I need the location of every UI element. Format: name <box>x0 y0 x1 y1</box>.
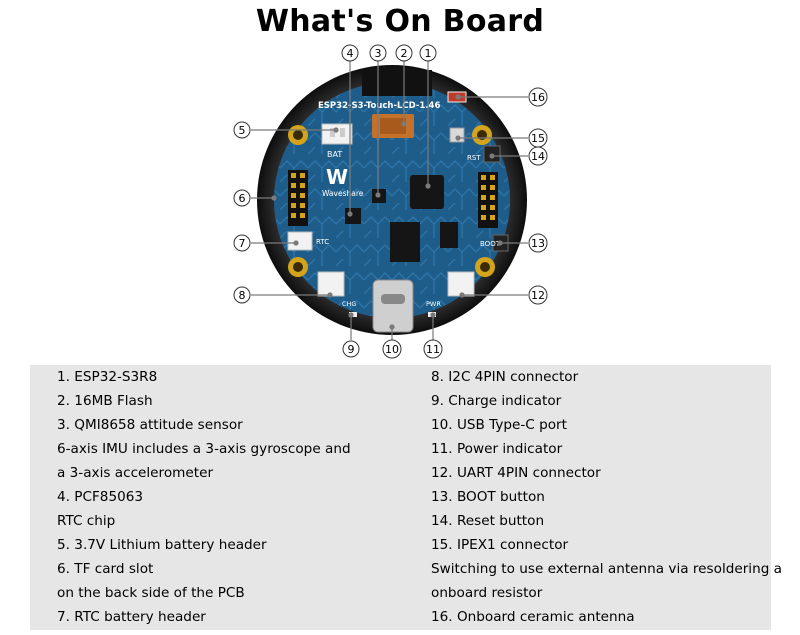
legend-item: RTC chip <box>57 513 116 529</box>
callout-2: 2 <box>395 44 413 62</box>
chg-label: CHG <box>342 300 356 308</box>
svg-text:1: 1 <box>425 47 432 60</box>
legend-item: 10. USB Type-C port <box>431 417 567 433</box>
svg-text:13: 13 <box>531 237 545 250</box>
board-model-label: ESP32-S3-Touch-LCD-1.46 <box>318 101 440 111</box>
legend-item: Switching to use external antenna via re… <box>431 561 782 577</box>
callout-15: 15 <box>528 128 548 148</box>
legend-item: a 3-axis accelerometer <box>57 465 214 481</box>
svg-text:12: 12 <box>531 289 545 302</box>
battery-header-pin <box>330 128 335 137</box>
svg-text:3: 3 <box>375 47 382 60</box>
legend-item: 13. BOOT button <box>431 489 545 505</box>
lcd-flex-cable <box>362 70 432 96</box>
callout-10: 10 <box>382 339 402 359</box>
svg-text:16: 16 <box>531 91 545 104</box>
callout-7: 7 <box>233 234 251 252</box>
pcf85063-chip <box>345 208 361 224</box>
legend-item: 3. QMI8658 attitude sensor <box>57 417 243 433</box>
legend-item: 16. Onboard ceramic antenna <box>431 609 635 625</box>
svg-text:9: 9 <box>348 343 355 356</box>
esp32-chip <box>410 175 444 209</box>
pwr-label: PWR <box>426 300 441 308</box>
svg-text:4: 4 <box>347 47 354 60</box>
usb-type-c-port <box>372 279 414 333</box>
legend-item: 12. UART 4PIN connector <box>431 465 601 481</box>
callout-12: 12 <box>528 285 548 305</box>
rtc-battery-header <box>287 231 313 251</box>
usb-type-c-inner <box>381 294 405 304</box>
boot-label: BOOT <box>480 240 501 248</box>
uart-connector <box>447 271 475 297</box>
mount-hole-top-left-inner <box>293 130 303 140</box>
legend-item: 4. PCF85063 <box>57 489 144 505</box>
legend-item: 14. Reset button <box>431 513 545 529</box>
bat-label: BAT <box>327 150 342 159</box>
legend-item: 8. I2C 4PIN connector <box>431 369 579 385</box>
left-pin-header <box>288 170 308 226</box>
i2c-connector <box>317 271 345 297</box>
battery-header <box>321 123 353 145</box>
callout-14: 14 <box>528 146 548 166</box>
callout-11: 11 <box>423 339 443 359</box>
svg-text:7: 7 <box>239 237 246 250</box>
right-pin-header <box>478 172 498 228</box>
legend-item: 15. IPEX1 connector <box>431 537 569 553</box>
leader-lines <box>251 60 528 340</box>
legend-item: 6. TF card slot <box>57 561 154 577</box>
right-ic <box>440 222 458 248</box>
battery-header-pin-2 <box>340 128 345 137</box>
board-diagram: ESP32-S3-Touch-LCD-1.46 BAT RST W Wavesh… <box>233 44 548 359</box>
legend-right-column: 8. I2C 4PIN connector 9. Charge indicato… <box>431 365 782 629</box>
legend-left-column: 1. ESP32-S3R8 2. 16MB Flash 3. QMI8658 a… <box>57 365 427 629</box>
callout-3: 3 <box>369 44 387 62</box>
mount-hole-bottom-left-inner <box>293 262 303 272</box>
rtc-label: RTC <box>316 238 329 246</box>
legend-item: 9. Charge indicator <box>431 393 562 409</box>
svg-text:14: 14 <box>531 150 545 163</box>
svg-text:10: 10 <box>385 343 399 356</box>
svg-text:6: 6 <box>239 192 246 205</box>
page-title: What's On Board <box>255 4 545 39</box>
rst-label: RST <box>467 154 481 162</box>
component-legend: 1. ESP32-S3R8 2. 16MB Flash 3. QMI8658 a… <box>30 365 782 630</box>
callout-4: 4 <box>341 44 359 62</box>
callout-13: 13 <box>528 233 548 253</box>
svg-text:11: 11 <box>426 343 440 356</box>
legend-item: 1. ESP32-S3R8 <box>57 369 158 385</box>
legend-item: 7. RTC battery header <box>57 609 206 625</box>
legend-item: 11. Power indicator <box>431 441 563 457</box>
legend-item: on the back side of the PCB <box>57 585 245 601</box>
svg-text:5: 5 <box>239 124 246 137</box>
mount-hole-bottom-right-inner <box>480 262 490 272</box>
legend-item: 6-axis IMU includes a 3-axis gyroscope a… <box>57 441 351 457</box>
callout-8: 8 <box>233 286 251 304</box>
waveshare-logo: W <box>326 165 348 189</box>
callout-9: 9 <box>342 340 360 358</box>
center-ic <box>390 222 420 262</box>
flash-chip-top <box>380 118 406 134</box>
svg-text:15: 15 <box>531 132 545 145</box>
callout-5: 5 <box>233 121 251 139</box>
callout-16: 16 <box>528 87 548 107</box>
svg-text:8: 8 <box>239 289 246 302</box>
legend-item: 2. 16MB Flash <box>57 393 153 409</box>
legend-item: onboard resistor <box>431 585 543 601</box>
brand-label: Waveshare <box>322 189 364 198</box>
legend-item: 5. 3.7V Lithium battery header <box>57 537 267 553</box>
svg-text:2: 2 <box>401 47 408 60</box>
callout-6: 6 <box>233 189 251 207</box>
callout-1: 1 <box>419 44 437 62</box>
